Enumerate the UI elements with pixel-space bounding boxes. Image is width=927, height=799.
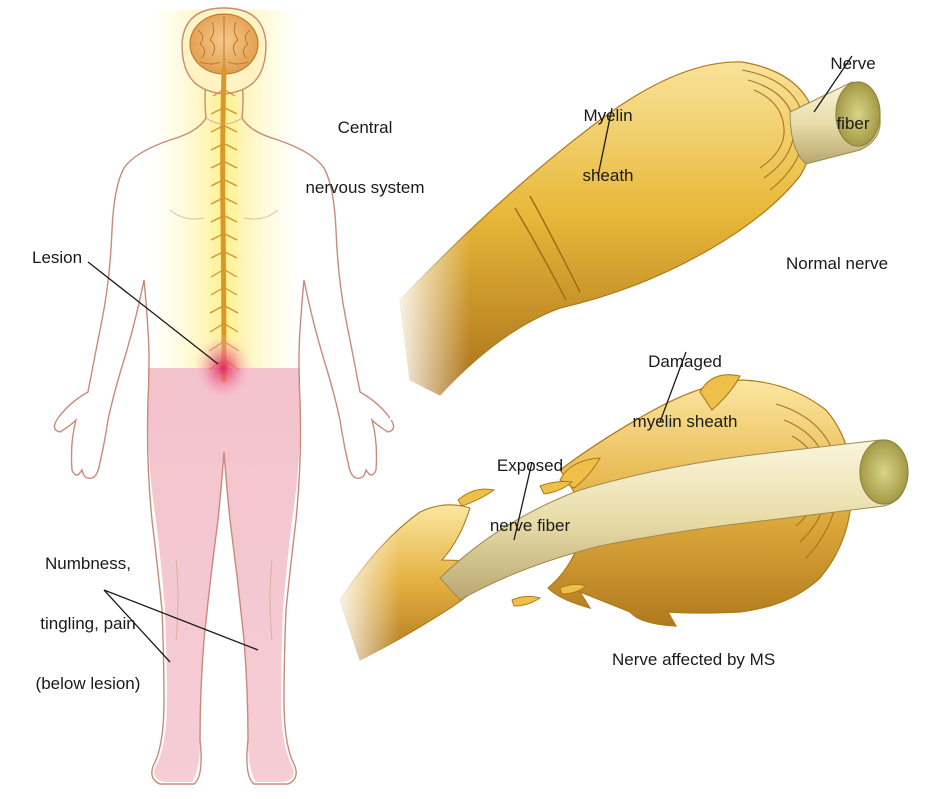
label-exposed: Exposed nerve fiber xyxy=(470,416,590,556)
label-numbness-line1: Numbness, xyxy=(18,554,158,574)
label-fiber-line1: Nerve xyxy=(818,54,888,74)
label-damaged-line2: myelin sheath xyxy=(620,412,750,432)
label-ms: Nerve affected by MS xyxy=(612,650,775,670)
label-lesion: Lesion xyxy=(32,248,82,268)
lesion-spot xyxy=(193,334,253,402)
label-myelin-line2: sheath xyxy=(568,166,648,186)
label-normal: Normal nerve xyxy=(786,254,888,274)
label-numbness: Numbness, tingling, pain (below lesion) xyxy=(18,514,158,714)
label-myelin: Myelin sheath xyxy=(568,66,648,206)
label-numbness-line2: tingling, pain xyxy=(18,614,158,634)
label-damaged: Damaged myelin sheath xyxy=(620,312,750,452)
spinal-cord xyxy=(223,70,224,380)
lower-body-tint xyxy=(148,368,300,782)
label-damaged-line1: Damaged xyxy=(620,352,750,372)
label-exposed-line1: Exposed xyxy=(470,456,590,476)
label-cns-line1: Central xyxy=(300,118,430,138)
label-fiber: Nerve fiber xyxy=(818,14,888,154)
label-fiber-line2: fiber xyxy=(818,114,888,134)
label-numbness-line3: (below lesion) xyxy=(18,674,158,694)
damaged-fiber-end xyxy=(860,440,908,504)
damaged-fade xyxy=(330,490,400,690)
damaged-nerve xyxy=(330,375,908,690)
label-cns: Central nervous system xyxy=(300,78,430,218)
label-cns-line2: nervous system xyxy=(300,178,430,198)
label-myelin-line1: Myelin xyxy=(568,106,648,126)
label-exposed-line2: nerve fiber xyxy=(470,516,590,536)
